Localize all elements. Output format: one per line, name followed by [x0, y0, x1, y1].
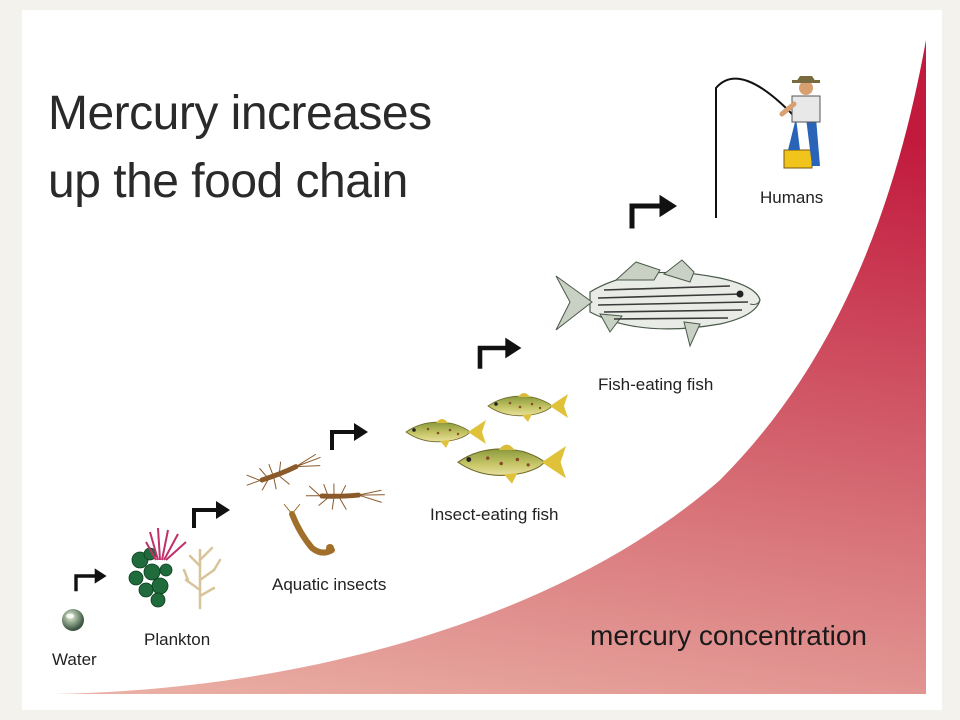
stage-label-plankton: Plankton [144, 630, 211, 649]
mercury-concentration-label: mercury concentration [590, 620, 868, 651]
water-droplet-icon [62, 609, 84, 631]
arrow-insects-to-small-fish [330, 421, 370, 452]
arrow-plankton-to-insects [192, 499, 232, 530]
mercury-concentration-gradient [52, 40, 926, 694]
title-line-1: Mercury increases [48, 87, 432, 140]
aquatic-insects-icon [243, 453, 385, 556]
title-line-2: up the food chain [48, 155, 408, 208]
arrow-small-fish-to-large-fish [480, 338, 521, 369]
stage-label-insect-eating-fish: Insect-eating fish [430, 505, 559, 524]
plankton-icon [128, 527, 222, 610]
stage-label-aquatic-insects: Aquatic insects [272, 575, 387, 594]
stage-label-water: Water [52, 650, 97, 669]
arrow-water-to-plankton [74, 566, 109, 593]
stage-label-fish-eating-fish: Fish-eating fish [598, 375, 714, 394]
stage-label-humans: Humans [760, 188, 824, 207]
arrow-large-fish-to-humans [632, 195, 677, 229]
fisherman-icon [715, 76, 821, 218]
striped-bass-icon [555, 259, 761, 348]
small-fish-icon [405, 392, 569, 485]
